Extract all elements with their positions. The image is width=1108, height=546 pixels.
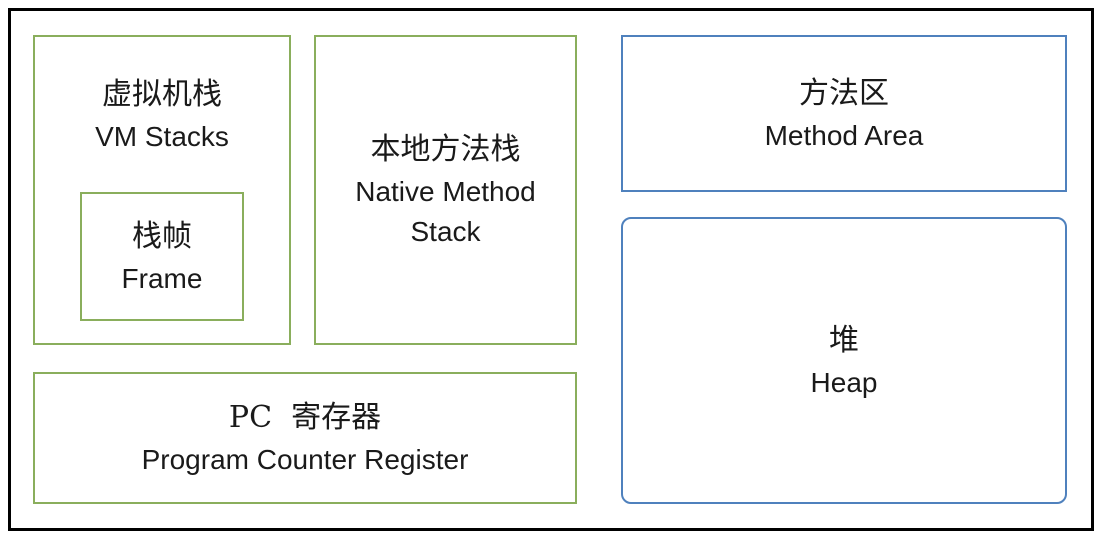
heap-box: 堆 Heap	[621, 217, 1067, 504]
method-area-label-zh: 方法区	[799, 75, 889, 111]
vm-stacks-label-en: VM Stacks	[95, 121, 229, 152]
vm-stacks-label-zh: 虚拟机栈	[102, 77, 222, 112]
frame-label-zh: 栈帧	[132, 218, 192, 254]
native-method-stack-label-zh: 本地方法栈	[370, 132, 521, 167]
heap-label-zh: 堆	[829, 322, 859, 358]
native-method-stack-label-en-line1: Native Method	[355, 176, 536, 207]
pc-register-box: PC 寄存器 Program Counter Register	[33, 372, 577, 504]
method-area-label-en: Method Area	[764, 119, 924, 151]
native-method-stack-box: 本地方法栈 Native Method Stack	[314, 35, 577, 345]
frame-label-en: Frame	[121, 262, 203, 294]
frame-box: 栈帧 Frame	[80, 192, 244, 321]
pc-register-label-en: Program Counter Register	[141, 444, 469, 475]
native-method-stack-label-en-line2: Stack	[410, 216, 481, 247]
method-area-box: 方法区 Method Area	[621, 35, 1067, 192]
pc-register-label-zh: PC 寄存器	[228, 400, 382, 435]
heap-label-en: Heap	[810, 366, 878, 398]
